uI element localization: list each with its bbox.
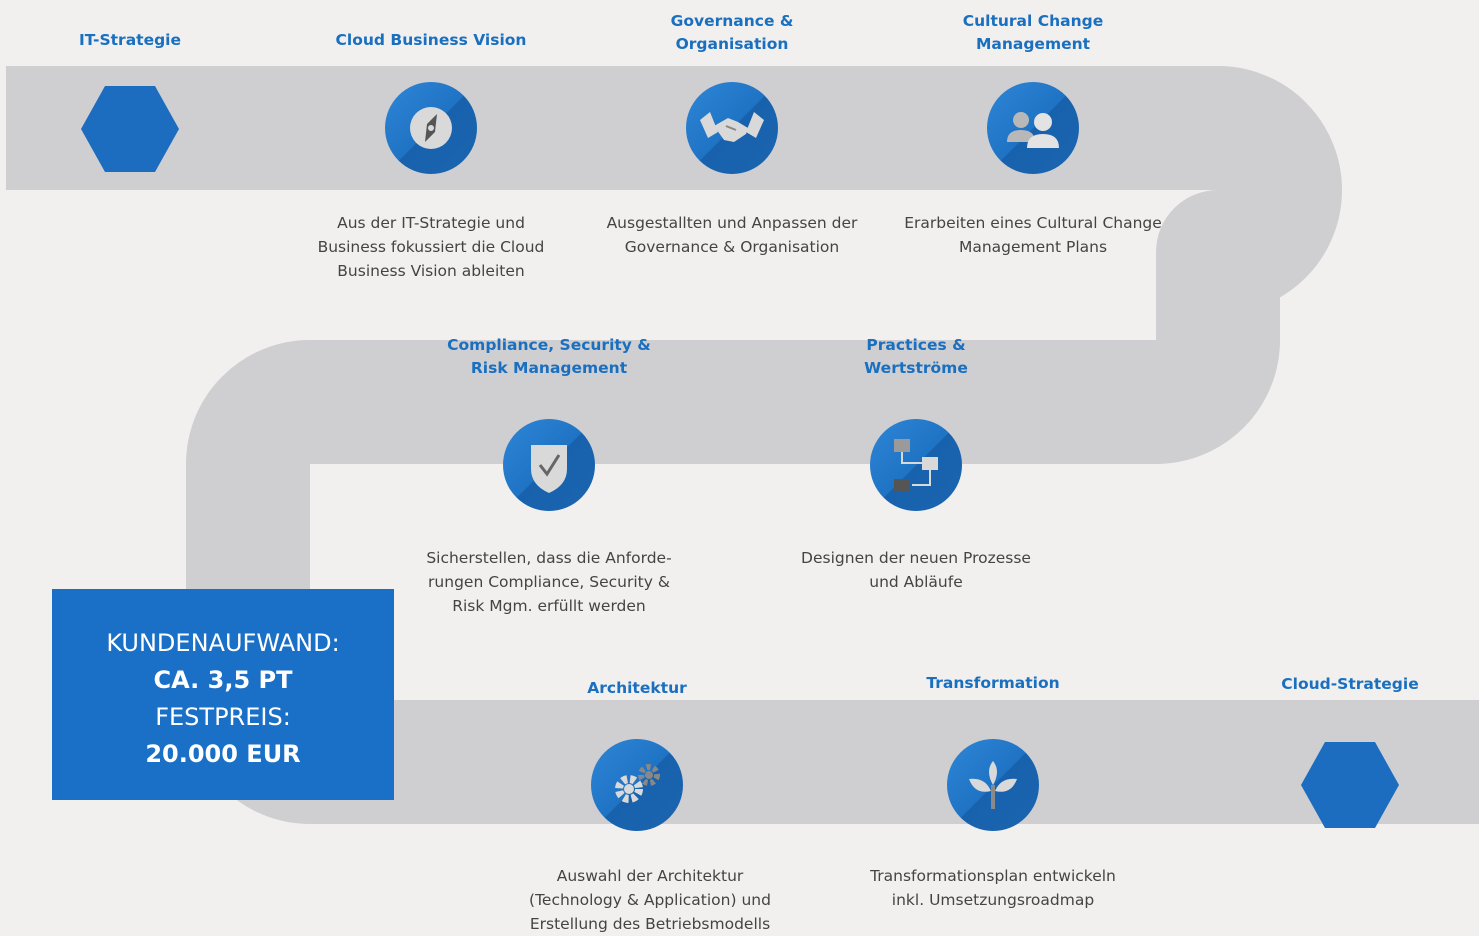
- step-title-cloud-strategie: Cloud-Strategie: [1281, 675, 1419, 693]
- step-desc-cultural-change: Erarbeiten eines Cultural Change Managem…: [904, 214, 1162, 256]
- cost-box: KUNDENAUFWAND: CA. 3,5 PT FESTPREIS: 20.…: [52, 589, 394, 800]
- step-title-cloud-business-vision: Cloud Business Vision: [335, 31, 527, 49]
- fixed-price-value: 20.000 EUR: [145, 740, 301, 768]
- step-title-cultural-change: Cultural Change Management: [962, 12, 1104, 53]
- step-title-architektur: Architektur: [587, 679, 687, 697]
- gears-icon: [591, 739, 683, 831]
- step-desc-compliance: Sicherstellen, dass die Anforde- rungen …: [426, 549, 672, 615]
- customer-effort-value: CA. 3,5 PT: [153, 666, 293, 694]
- step-desc-cloud-business-vision: Aus der IT-Strategie und Business fokuss…: [317, 214, 545, 280]
- step-title-compliance: Compliance, Security & Risk Management: [447, 336, 651, 377]
- compass-icon: [385, 82, 477, 174]
- step-title-it-strategie: IT-Strategie: [78, 31, 181, 49]
- flowchart-icon: [870, 419, 962, 511]
- fixed-price-label: FESTPREIS:: [155, 703, 291, 731]
- plant-icon: [947, 739, 1039, 831]
- end-hexagon: [1301, 742, 1399, 828]
- step-title-governance: Governance & Organisation: [670, 12, 794, 53]
- shield-check-icon: [503, 419, 595, 511]
- step-title-transformation: Transformation: [926, 674, 1060, 692]
- step-desc-architektur: Auswahl der Architektur (Technology & Ap…: [529, 867, 771, 933]
- step-title-practices: Practices & Wertströme: [864, 336, 968, 377]
- step-desc-practices: Designen der neuen Prozesse und Abläufe: [801, 549, 1031, 591]
- handshake-icon: [686, 82, 778, 174]
- customer-effort-label: KUNDENAUFWAND:: [106, 629, 340, 657]
- start-hexagon: [81, 86, 179, 172]
- step-desc-transformation: Transformationsplan entwickeln inkl. Ums…: [870, 867, 1116, 909]
- step-desc-governance: Ausgestallten und Anpassen der Governanc…: [606, 214, 858, 256]
- people-icon: [987, 82, 1079, 174]
